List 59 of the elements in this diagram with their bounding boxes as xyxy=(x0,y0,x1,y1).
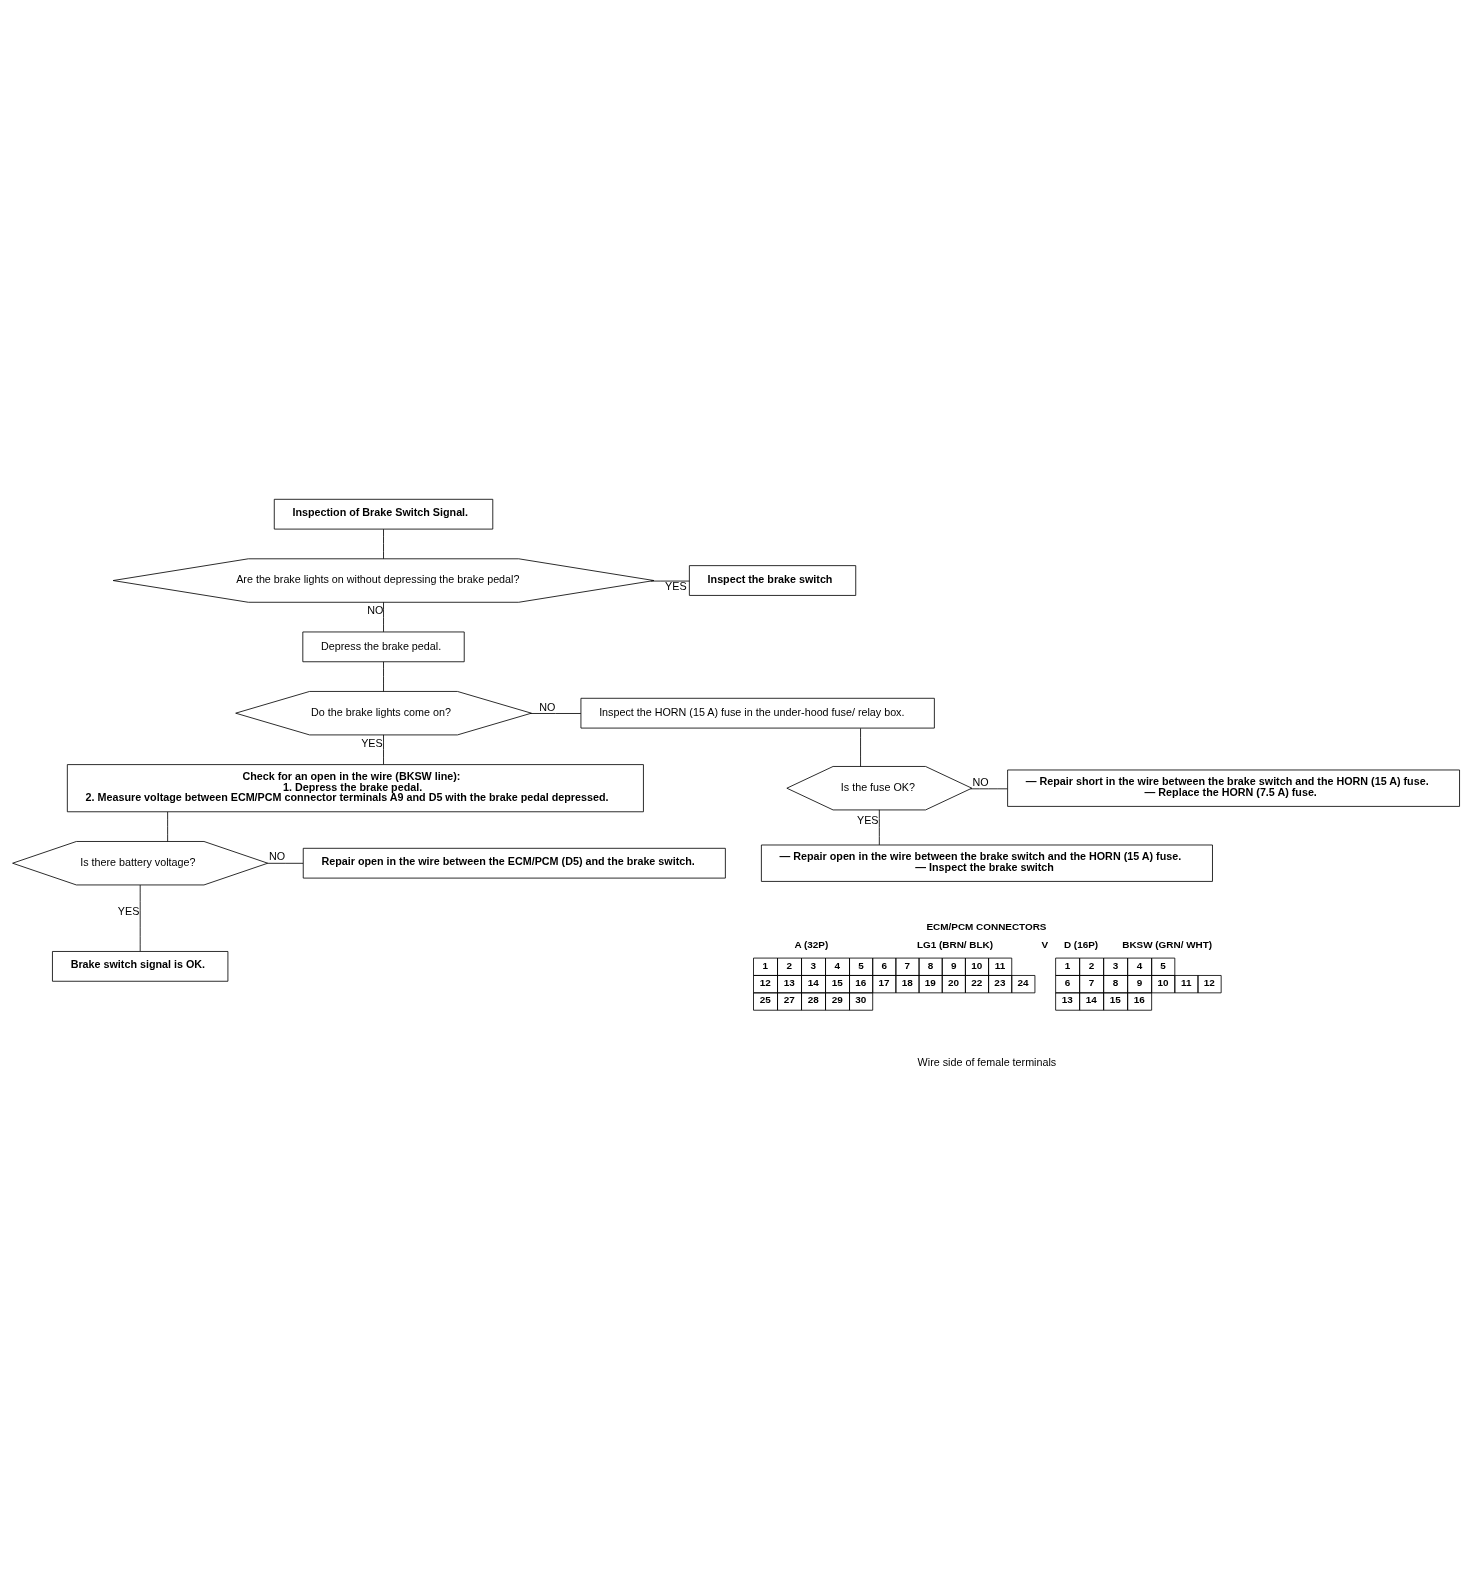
label: 13 xyxy=(783,976,795,988)
label: 3 xyxy=(1112,959,1119,971)
label: 18 xyxy=(901,976,913,988)
label: A (32P) xyxy=(794,938,829,950)
label: 29 xyxy=(831,993,843,1005)
label: 8 xyxy=(1112,976,1119,988)
label: 3 xyxy=(810,959,817,971)
label: 1 xyxy=(1064,959,1071,971)
label: 6 xyxy=(1064,976,1071,988)
label: 2 xyxy=(786,959,793,971)
label: 14 xyxy=(807,976,819,988)
label: 24 xyxy=(1017,976,1029,988)
label: 30 xyxy=(855,993,867,1005)
label: 10 xyxy=(1157,976,1169,988)
label: 13 xyxy=(1061,993,1073,1005)
label: 5 xyxy=(858,959,864,971)
label: 16 xyxy=(1133,993,1145,1005)
label: Wire side of female terminals xyxy=(917,1055,1057,1068)
label: 27 xyxy=(783,993,795,1005)
label: 1 xyxy=(762,959,769,971)
label: 2 xyxy=(1088,959,1095,971)
label: 17 xyxy=(878,976,890,988)
label: 4 xyxy=(834,959,841,971)
label: V xyxy=(1041,938,1049,950)
label: 14 xyxy=(1085,993,1097,1005)
label: 16 xyxy=(855,976,867,988)
label: 12 xyxy=(759,976,771,988)
label: BKSW (GRN/ WHT) xyxy=(1122,938,1213,950)
edge-label: NO xyxy=(269,849,286,862)
label: 7 xyxy=(904,959,911,971)
edge-label: YES xyxy=(856,813,879,826)
label: 11 xyxy=(994,959,1006,971)
label: 20 xyxy=(948,976,960,988)
label: 23 xyxy=(994,976,1006,988)
edge-label: YES xyxy=(117,904,140,917)
label: 8 xyxy=(927,959,934,971)
label: 4 xyxy=(1136,959,1143,971)
label: 28 xyxy=(807,993,819,1005)
label: 11 xyxy=(1181,976,1192,988)
label: 9 xyxy=(1136,976,1143,988)
label: 10 xyxy=(971,959,983,971)
label: 15 xyxy=(831,976,843,988)
label: 9 xyxy=(950,959,957,971)
label: 15 xyxy=(1109,993,1121,1005)
edge-label: NO xyxy=(367,603,384,616)
edge-label: YES xyxy=(361,736,383,749)
label: 12 xyxy=(1203,976,1215,988)
label: 22 xyxy=(971,976,983,988)
label: LG1 (BRN/ BLK) xyxy=(916,938,994,950)
label: 5 xyxy=(1160,959,1166,971)
label: 7 xyxy=(1088,976,1095,988)
edge-label: NO xyxy=(972,775,989,788)
label: 25 xyxy=(759,993,771,1005)
label: 19 xyxy=(924,976,936,988)
edge-label: YES xyxy=(665,579,687,592)
label: ECM/PCM CONNECTORS xyxy=(926,920,1047,932)
label: D (16P) xyxy=(1063,938,1099,950)
label: 6 xyxy=(881,959,887,971)
edge-label: NO xyxy=(539,700,556,713)
